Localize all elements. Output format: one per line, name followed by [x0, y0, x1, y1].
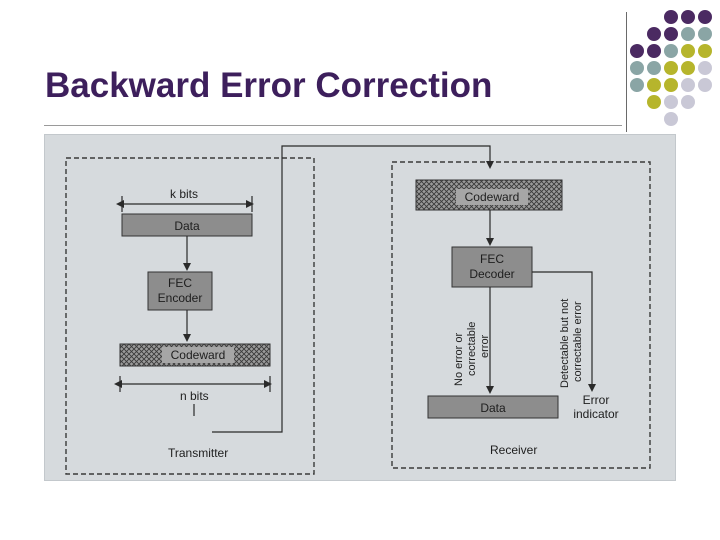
slide-title: Backward Error Correction [45, 66, 493, 105]
no-error-line1: No error or [453, 332, 465, 386]
decorative-dot [698, 44, 712, 58]
backward-error-correction-diagram: k bits Data FEC Encoder Codeward n bits … [44, 134, 676, 481]
channel-line [212, 145, 494, 433]
transmitter-frame [65, 157, 315, 475]
diagram-photo: k bits Data FEC Encoder Codeward n bits … [44, 134, 676, 481]
fec-decoder-box [451, 246, 533, 288]
receiver-label: Receiver [490, 443, 537, 457]
decorative-dot [681, 61, 695, 75]
decorative-dot [647, 78, 661, 92]
k-bits-label: k bits [170, 187, 198, 201]
decorative-dot [681, 44, 695, 58]
title-divider-horizontal [44, 125, 622, 126]
no-error-label-group: No error or correctable error [453, 322, 491, 386]
decorative-dot [698, 61, 712, 75]
error-indicator-line1: Error [583, 393, 610, 407]
transmitter-label: Transmitter [168, 446, 228, 460]
detectable-line1: Detectable but not [559, 299, 571, 388]
decorative-dot [647, 61, 661, 75]
detectable-line2: correctable error [572, 301, 584, 382]
decorative-dot [630, 78, 644, 92]
decorative-dot [681, 95, 695, 109]
decorative-dot [664, 44, 678, 58]
n-bits-label: n bits [180, 389, 209, 403]
decorative-dot [664, 27, 678, 41]
no-error-line2: correctable [466, 322, 478, 376]
decorative-dot [698, 27, 712, 41]
decorative-dot [664, 112, 678, 126]
fec-encoder-line1: FEC [168, 276, 192, 290]
decorative-dot [664, 61, 678, 75]
decorative-dot [647, 44, 661, 58]
decorative-dot-grid [0, 0, 720, 130]
fec-decoder-line2: Decoder [469, 267, 514, 281]
receiver-frame [391, 161, 651, 469]
arrow-decoder-to-error-indicator [532, 271, 596, 392]
fec-encoder-box [147, 271, 213, 311]
decorative-dot [647, 95, 661, 109]
no-error-line3: error [479, 334, 491, 358]
decorative-dot [630, 61, 644, 75]
receiver-data-label: Data [480, 401, 506, 415]
decorative-dot [664, 78, 678, 92]
transmitter-codeword-label: Codeward [171, 348, 226, 362]
receiver-data-box [427, 395, 559, 419]
decorative-dot [698, 78, 712, 92]
fec-encoder-line2: Encoder [158, 291, 203, 305]
decorative-dot [681, 78, 695, 92]
decorative-dot [698, 10, 712, 24]
receiver-codeword-label: Codeward [465, 190, 520, 204]
decorative-dot [630, 44, 644, 58]
error-indicator-line2: indicator [573, 407, 618, 421]
decorative-dot [647, 27, 661, 41]
fec-decoder-line1: FEC [480, 252, 504, 266]
title-divider-vertical [626, 12, 627, 132]
decorative-dot [681, 27, 695, 41]
transmitter-data-label: Data [174, 219, 200, 233]
decorative-dot [664, 10, 678, 24]
detectable-label-group: Detectable but not correctable error [559, 299, 584, 388]
decorative-dot [664, 95, 678, 109]
decorative-dot [681, 10, 695, 24]
